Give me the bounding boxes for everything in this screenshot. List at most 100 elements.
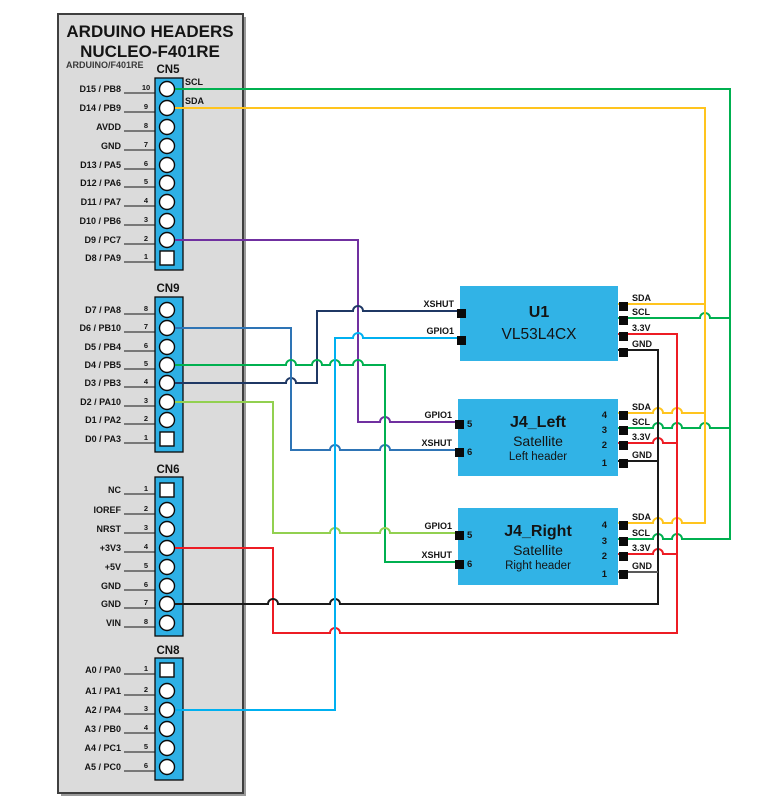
pin-pad xyxy=(619,570,628,579)
pin-number: 4 xyxy=(144,542,149,551)
wire-d9-to-j4left-gpio1 xyxy=(175,239,458,423)
module-pin-label: SDA xyxy=(632,402,652,412)
module-body xyxy=(458,399,618,476)
pin-number: 7 xyxy=(144,322,148,331)
wire-d9-to-j4left-gpio1-path xyxy=(175,239,458,423)
pin-label: D11 / PA7 xyxy=(81,197,121,207)
pin-pad xyxy=(457,336,466,345)
module-body xyxy=(458,508,618,585)
pin-pad xyxy=(619,537,628,546)
module-pin-label: SDA xyxy=(632,512,652,522)
pin-circle xyxy=(158,501,176,519)
pin-label: D2 / PA10 xyxy=(80,397,121,407)
pin-label: GND xyxy=(101,599,122,609)
header-label: CN9 xyxy=(156,283,179,295)
pin-d6-pb10: D6 / PB10 7 xyxy=(79,319,176,337)
module-pin-number: 2 xyxy=(602,551,607,562)
module-pin-number: 5 xyxy=(467,530,473,541)
pin-label: A3 / PB0 xyxy=(84,724,121,734)
board-panel-group xyxy=(57,13,246,796)
pin-circle xyxy=(158,137,176,155)
wire-a2-to-u1-gpio1 xyxy=(176,332,460,711)
module-pin-u1-sda: SDA xyxy=(619,293,652,311)
module-pin-j4-left-scl: SCL 3 xyxy=(602,417,651,436)
pin-number: 1 xyxy=(144,433,148,442)
pin-circle xyxy=(158,212,176,230)
wires-group xyxy=(175,88,731,711)
pin-label: NC xyxy=(108,485,121,495)
pin-square xyxy=(159,431,175,447)
module-pin-label: GPIO1 xyxy=(424,521,452,531)
board-title-line2: NUCLEO-F401RE xyxy=(80,42,220,61)
pin-label: A5 / PC0 xyxy=(84,762,121,772)
module-subtitle2: Left header xyxy=(509,451,567,463)
pin-signal-label: SCL xyxy=(185,77,204,87)
header-label: CN8 xyxy=(156,645,180,657)
pin-square xyxy=(159,482,175,498)
pin-pad xyxy=(455,420,464,429)
pin-pad xyxy=(455,560,464,569)
module-pin-label: SCL xyxy=(632,528,651,538)
module-subtitle: Satellite xyxy=(513,433,563,449)
header-label: CN6 xyxy=(156,464,179,476)
module-pin-j4-left-3-3v: 3.3V2 xyxy=(602,432,651,451)
module-body xyxy=(460,286,618,361)
pin-circle xyxy=(158,758,176,776)
module-pin-number: 4 xyxy=(602,410,608,421)
wire-d3-to-u1-xshut-path xyxy=(175,305,460,384)
pin-label: D6 / PB10 xyxy=(79,323,121,333)
pin-number: 1 xyxy=(144,664,148,673)
pin-circle xyxy=(158,80,176,98)
pin-pad xyxy=(619,426,628,435)
pin-number: 1 xyxy=(144,484,148,493)
pin-label: VIN xyxy=(106,618,121,628)
pin-number: 8 xyxy=(144,304,148,313)
pin-circle xyxy=(158,411,176,429)
module-pin-number: 6 xyxy=(467,447,472,458)
module-pin-label: GPIO1 xyxy=(424,410,452,420)
pin-circle xyxy=(158,99,176,117)
pin-label: A4 / PC1 xyxy=(84,743,121,753)
module-pin-number: 5 xyxy=(467,419,473,430)
module-subtitle: VL53L4CX xyxy=(502,326,578,343)
pin-number: 2 xyxy=(144,685,148,694)
module-pin-label: GPIO1 xyxy=(426,326,454,336)
module-pin-label: SCL xyxy=(632,417,651,427)
pin-number: 4 xyxy=(144,723,149,732)
header-label: CN5 xyxy=(156,64,180,76)
module-pin-label: XSHUT xyxy=(421,550,452,560)
pin-circle xyxy=(158,319,176,337)
pin-pad xyxy=(619,348,628,357)
pin-pad xyxy=(619,521,628,530)
pin-pad xyxy=(619,552,628,561)
module-pin-j4-right-gpio1: GPIO1 5 xyxy=(424,521,473,541)
module-pin-number: 3 xyxy=(602,425,607,436)
pin-pad xyxy=(619,332,628,341)
module-pin-label: 3.3V xyxy=(632,543,651,553)
pin-number: 9 xyxy=(144,102,148,111)
pin-circle xyxy=(158,356,176,374)
pin-number: 6 xyxy=(144,580,148,589)
